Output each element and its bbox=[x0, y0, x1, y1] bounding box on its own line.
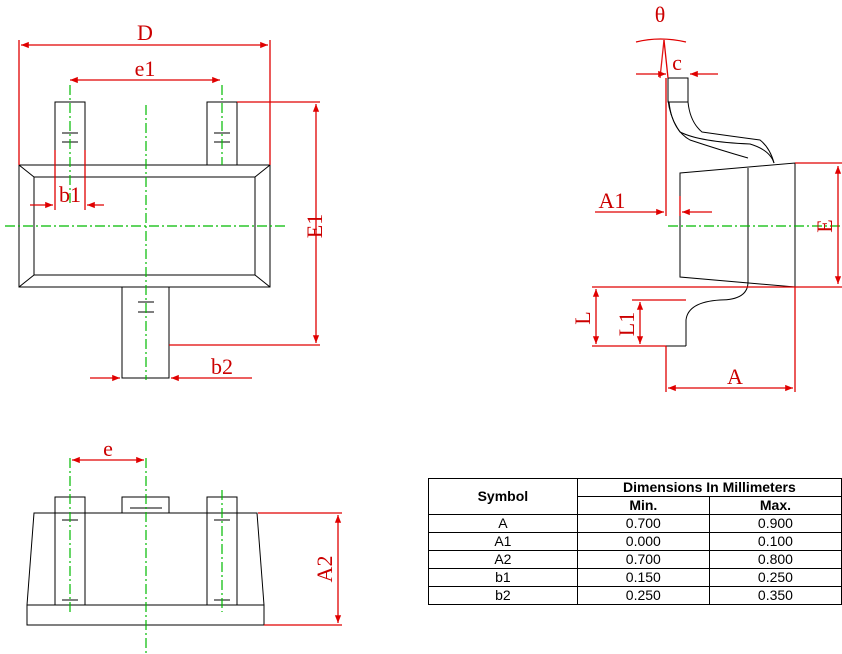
row-symbol: A2 bbox=[428, 550, 578, 569]
symbol-header: Symbol bbox=[428, 478, 578, 515]
row-min: 0.700 bbox=[576, 550, 710, 569]
row-max: 0.100 bbox=[708, 532, 842, 551]
label-A: A bbox=[727, 364, 743, 389]
label-E1: E1 bbox=[302, 214, 327, 238]
row-max: 0.250 bbox=[708, 568, 842, 587]
row-min: 0.000 bbox=[576, 532, 710, 551]
max-header: Max. bbox=[708, 496, 842, 515]
top-view: D e1 b1 E1 b2 bbox=[5, 20, 327, 382]
row-min: 0.250 bbox=[576, 586, 710, 605]
label-L: L bbox=[570, 311, 595, 324]
label-e: e bbox=[103, 436, 113, 461]
label-E: E bbox=[812, 219, 837, 232]
dimensions-table: Symbol Dimensions In Millimeters Min. Ma… bbox=[428, 478, 842, 605]
table-row: A 0.700 0.900 bbox=[428, 514, 842, 533]
table-row: b1 0.150 0.250 bbox=[428, 568, 842, 587]
row-symbol: b1 bbox=[428, 568, 578, 587]
label-e1: e1 bbox=[135, 56, 156, 81]
label-b2: b2 bbox=[211, 354, 233, 379]
row-max: 0.350 bbox=[708, 586, 842, 605]
row-symbol: b2 bbox=[428, 586, 578, 605]
label-c: c bbox=[672, 50, 682, 75]
front-view: e A2 bbox=[26, 436, 342, 654]
row-max: 0.800 bbox=[708, 550, 842, 569]
side-view: θ c A1 E L L1 A bbox=[570, 2, 842, 392]
row-max: 0.900 bbox=[708, 514, 842, 533]
table-row: A1 0.000 0.100 bbox=[428, 532, 842, 551]
table-row: A2 0.700 0.800 bbox=[428, 550, 842, 569]
dimensions-header: Dimensions In Millimeters bbox=[576, 478, 842, 497]
label-A2: A2 bbox=[312, 556, 337, 583]
label-A1: A1 bbox=[599, 188, 626, 213]
label-L1: L1 bbox=[614, 312, 639, 336]
min-header: Min. bbox=[576, 496, 710, 515]
row-min: 0.700 bbox=[576, 514, 710, 533]
row-symbol: A1 bbox=[428, 532, 578, 551]
label-theta: θ bbox=[655, 2, 666, 27]
body-inner bbox=[33, 176, 256, 276]
row-symbol: A bbox=[428, 514, 578, 533]
table-row: b2 0.250 0.350 bbox=[428, 586, 842, 605]
row-min: 0.150 bbox=[576, 568, 710, 587]
label-D: D bbox=[137, 20, 153, 45]
label-b1: b1 bbox=[59, 182, 81, 207]
